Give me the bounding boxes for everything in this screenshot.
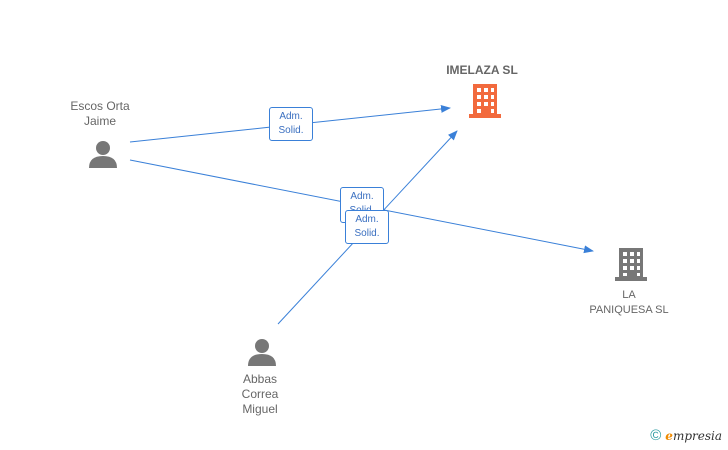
company-label-imelaza[interactable]: IMELAZA SL [446, 63, 518, 77]
person-label-escos[interactable]: Escos Orta Jaime [70, 99, 130, 128]
person-label-abbas[interactable]: Abbas Correa Miguel [241, 372, 279, 416]
building-icon-imelaza[interactable] [469, 84, 501, 118]
copyright-icon: © [650, 427, 662, 444]
company-label-paniquesa[interactable]: LA PANIQUESA SL [589, 289, 669, 316]
person-icon-escos[interactable] [89, 141, 117, 168]
empresia-logo: empresia [665, 428, 722, 443]
person-icon-abbas[interactable] [248, 339, 276, 366]
building-icon-paniquesa[interactable] [615, 248, 647, 281]
edge-label-escos-imelaza: Adm. Solid. [269, 107, 313, 141]
empresia-watermark: © empresia [650, 427, 722, 444]
edge-label-abbas-imelaza: Adm. Solid. [345, 210, 389, 244]
